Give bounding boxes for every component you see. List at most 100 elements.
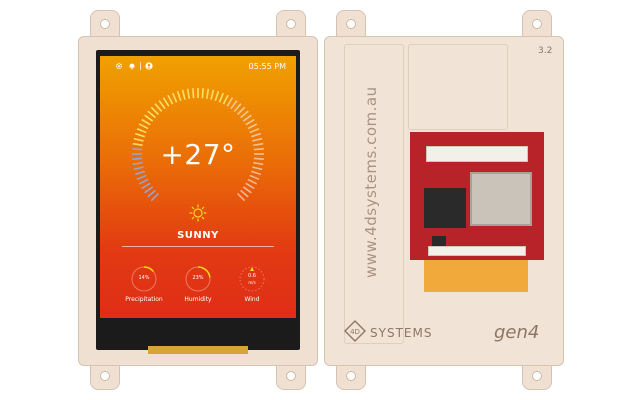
logo-letters: 4D — [350, 328, 360, 336]
gauge-tick — [247, 178, 258, 185]
mount-hole — [346, 371, 356, 381]
gauge-tick — [186, 88, 191, 99]
gauge-tick — [242, 186, 252, 194]
bell-icon[interactable] — [128, 62, 136, 70]
gauge-tick — [134, 170, 145, 176]
gauge-tick — [136, 128, 147, 134]
sd-card-slot — [470, 172, 532, 226]
gauge-tick — [253, 161, 264, 166]
stat-wind: 0.6 m/s Wind — [222, 266, 282, 306]
humidity-ring — [185, 266, 211, 292]
gauge-tick — [138, 123, 149, 130]
pcb-board — [410, 132, 544, 260]
humidity-label: Humidity — [184, 296, 212, 303]
wind-value: 0.6 — [248, 273, 256, 279]
gauge-tick — [181, 89, 186, 100]
gauge-tick — [233, 103, 242, 112]
humidity-value: 23% — [192, 275, 204, 281]
gauge-tick — [253, 157, 264, 160]
gauge-tick — [226, 97, 234, 107]
status-bar: 05:55 PM — [100, 56, 296, 74]
gauge-tick — [141, 182, 151, 190]
display-module-back: 3.2 www.4dsystems.com.au 4D SYSTEMS gen4 — [324, 10, 564, 390]
gauge-tick — [253, 142, 264, 147]
mount-hole — [286, 371, 296, 381]
gauge-tick — [172, 92, 178, 103]
gauge-tick — [132, 161, 143, 166]
gauge-tick — [240, 189, 249, 198]
gauge-tick — [132, 142, 143, 147]
wind-compass — [239, 266, 265, 292]
gauge-tick — [251, 132, 262, 138]
temperature-gauge — [132, 88, 264, 202]
mount-hole — [532, 19, 542, 29]
version-label: 3.2 — [538, 46, 553, 56]
gauge-tick — [245, 118, 255, 126]
brand-name: SYSTEMS — [370, 326, 433, 340]
gauge-tick — [154, 103, 163, 112]
precipitation-label: Precipitation — [125, 296, 163, 303]
gauge-tick — [252, 137, 263, 142]
gauge-tick — [167, 94, 174, 105]
ribbon-cable — [424, 260, 528, 292]
recess-left — [344, 44, 404, 344]
gear-icon[interactable] — [115, 62, 123, 70]
gauge-tick — [132, 148, 143, 151]
condition-label: SUNNY — [177, 230, 219, 241]
recess-center — [408, 44, 508, 130]
gauge-tick — [144, 114, 154, 122]
gauge-tick — [134, 132, 145, 138]
status-divider — [140, 62, 141, 70]
gauge-tick — [150, 106, 159, 115]
gauge-tick — [214, 90, 220, 101]
gauge-tick — [205, 88, 210, 99]
screen-bottom-band — [100, 318, 296, 334]
gauge-tick — [251, 170, 262, 176]
gauge-tick — [147, 110, 156, 119]
gauge-tick — [240, 110, 249, 119]
gauge-tick — [162, 97, 170, 107]
gauge-tick — [133, 166, 144, 171]
temperature-value: +27° — [160, 138, 236, 171]
gauge-tick — [249, 128, 260, 134]
wind-label: Wind — [244, 296, 260, 303]
gauge-tick — [132, 157, 143, 160]
gauge-tick — [150, 193, 159, 202]
gauge-tick — [218, 92, 224, 103]
lcd-screen: 05:55 PM +27° SUNNY 14% Precipitation 23… — [100, 56, 296, 334]
mount-hole — [532, 371, 542, 381]
website-url: www.4dsystems.com.au — [362, 86, 380, 278]
gauge-tick — [201, 88, 204, 99]
gauge-tick — [147, 189, 156, 198]
gauge-tick — [144, 186, 154, 194]
gauge-tick — [176, 90, 182, 101]
processor-chip — [424, 188, 466, 228]
gauge-tick — [138, 178, 149, 185]
mount-hole — [286, 19, 296, 29]
model-name: gen4 — [494, 322, 540, 343]
gauge-tick — [245, 182, 255, 190]
gauge-tick — [249, 174, 260, 180]
gauge-tick — [237, 193, 246, 202]
stat-humidity: 23% Humidity — [168, 266, 228, 306]
gauge-tick — [237, 106, 246, 115]
mount-hole — [100, 19, 110, 29]
gauge-tick — [192, 88, 195, 99]
gauge-tick — [210, 89, 215, 100]
gauge-tick — [253, 148, 264, 151]
sun-icon — [189, 204, 207, 222]
gauge-tick — [222, 94, 229, 105]
status-time: 05:55 PM — [248, 62, 286, 71]
small-chip — [432, 236, 446, 246]
separator-line — [122, 246, 274, 247]
gauge-tick — [158, 100, 166, 110]
mount-hole — [346, 19, 356, 29]
flex-cable — [148, 346, 248, 354]
user-icon[interactable] — [145, 62, 153, 70]
precipitation-ring — [131, 266, 157, 292]
mount-hole — [100, 371, 110, 381]
gauge-tick — [133, 137, 144, 142]
header-connector-bottom — [428, 246, 526, 256]
gauge-tick — [136, 174, 147, 180]
fpc-connector-top — [426, 146, 528, 162]
